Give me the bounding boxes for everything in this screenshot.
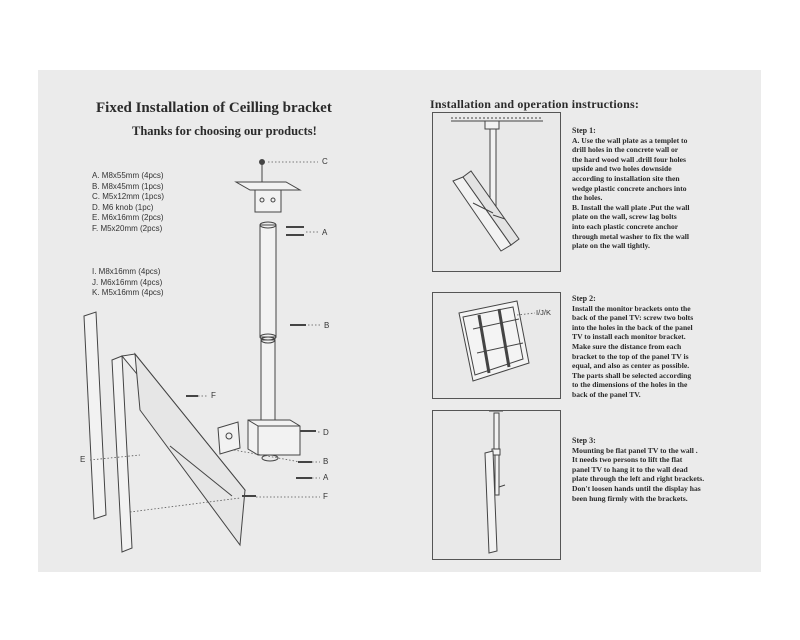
step-1-heading: Step 1: — [572, 126, 596, 135]
part-item: B. M8x45mm (1pcs) — [92, 181, 164, 191]
part-item: I. M8x16mm (4pcs) — [92, 267, 161, 276]
parts-list-tv: I. M8x16mm (4pcs) J. M6x16mm (4pcs) K. M… — [92, 267, 164, 299]
callout-b: B — [324, 321, 330, 330]
page-subtitle: Thanks for choosing our products! — [132, 124, 317, 138]
part-item: K. M5x16mm (4pcs) — [92, 288, 164, 298]
step-2-illustration — [432, 292, 561, 399]
step-1-illustration — [432, 112, 561, 272]
junction-box — [247, 419, 301, 456]
step-3-heading: Step 3: — [572, 436, 596, 445]
tv-back-brackets-drawing — [458, 300, 536, 382]
page-title: Fixed Installation of Ceilling bracket — [96, 100, 332, 116]
step-2-text: Step 2: Install the monitor brackets ont… — [572, 294, 740, 400]
part-item: A. M8x55mm (4pcs) — [92, 171, 164, 180]
pole-lower — [260, 339, 276, 421]
ceiling-mount-drawing — [451, 117, 543, 252]
callout-a-lower: A — [323, 473, 329, 482]
callout-a: A — [322, 228, 328, 237]
mounted-tv-drawing — [484, 410, 506, 554]
step-2-heading: Step 2: — [572, 294, 596, 303]
step-2-body: Install the monitor brackets onto the ba… — [572, 303, 694, 399]
tilt-bracket — [217, 421, 241, 455]
step-3-illustration — [432, 410, 561, 560]
part-item: E. M6x16mm (2pcs) — [92, 213, 164, 223]
part-item: D. M6 knob (1pc) — [92, 202, 154, 212]
callout-e: E — [80, 455, 86, 464]
tv-bracket-strip — [111, 355, 133, 553]
ceiling-plate-clamp — [254, 189, 282, 213]
pole-upper — [259, 224, 277, 338]
step-3-text: Step 3: Mounting be flat panel TV to the… — [572, 436, 740, 503]
callout-b-lower: B — [323, 457, 329, 466]
step-3-body: Mounting be flat panel TV to the wall . … — [572, 445, 705, 503]
callout-c: C — [322, 157, 328, 166]
callout-f-lower: F — [323, 492, 328, 501]
ceiling-plate — [234, 181, 302, 191]
callout-f: F — [211, 391, 216, 400]
callout-ijk: I/J/K — [536, 308, 552, 317]
callout-d: D — [323, 428, 329, 437]
step-1-text: Step 1: A. Use the wall plate as a templ… — [572, 126, 740, 251]
parts-list-bracket: A. M8x55mm (4pcs) B. M8x45mm (1pcs) C. M… — [92, 171, 164, 235]
wall-plate-strip — [83, 311, 107, 520]
instructions-title: Installation and operation instructions: — [430, 97, 640, 111]
part-item: C. M5x12mm (1pcs) — [92, 192, 165, 202]
instruction-sheet — [38, 70, 761, 572]
part-item: J. M6x16mm (4pcs) — [92, 277, 163, 287]
step-1-body: A. Use the wall plate as a templet to dr… — [572, 135, 690, 251]
part-item: F. M5x20mm (2pcs) — [92, 223, 163, 233]
